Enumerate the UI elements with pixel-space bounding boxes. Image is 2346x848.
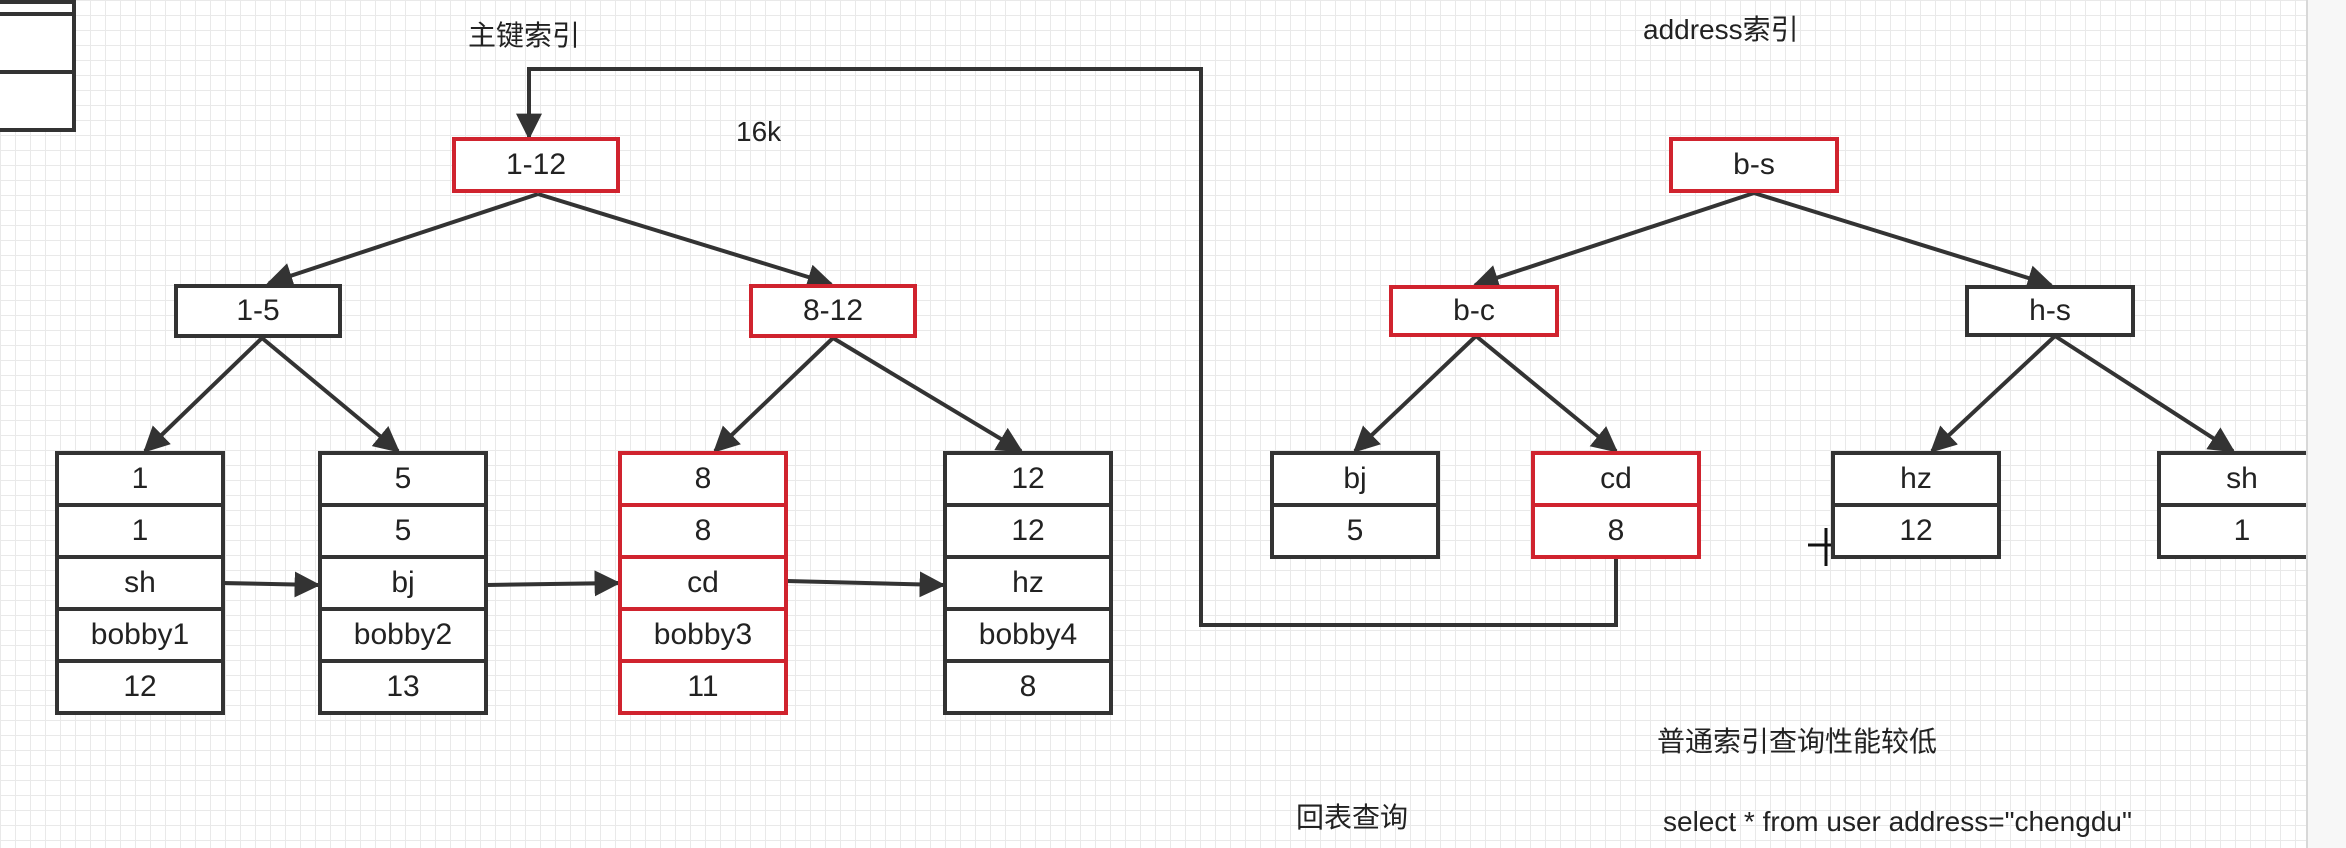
primary-root-node: 1-12 <box>452 137 620 193</box>
primary-leaf-page-2: 5 5 bj bobby2 13 <box>318 451 488 715</box>
leaf-cell-primary-key: 12 <box>1835 503 1997 555</box>
address-leaf-cd: cd 8 <box>1531 451 1701 559</box>
edge-addr-root-to-right <box>1753 191 2054 291</box>
address-leaf-hz: hz 12 <box>1831 451 2001 559</box>
edge-right-to-leaf3 <box>713 336 835 453</box>
leaf-cell-address: hz <box>1900 462 1932 495</box>
leaf-cell-address: sh <box>2226 462 2258 495</box>
primary-leaf-page-4: 12 12 hz bobby4 8 <box>943 451 1113 715</box>
leaf-cell-name: bobby1 <box>59 607 221 659</box>
leaf-cell-id: 5 <box>394 462 412 495</box>
leaf-cell-address: hz <box>947 555 1109 607</box>
edge-addr-left-to-cd <box>1474 334 1619 453</box>
address-leaf-sh: sh 1 <box>2157 451 2327 559</box>
leaf-cell-id-copy: 5 <box>322 503 484 555</box>
leaf-cell-primary-key: 1 <box>2161 503 2323 555</box>
edge-root-to-left <box>266 192 539 288</box>
leaf-cell-age: 8 <box>947 659 1109 711</box>
edge-addr-right-to-sh <box>2053 334 2236 453</box>
performance-note-label: 普通索引查询性能较低 <box>1657 726 1938 757</box>
partial-table-fragment <box>0 0 76 132</box>
address-index-label: address索引 <box>1643 14 1799 45</box>
leaf-cell-age: 12 <box>59 659 221 711</box>
primary-index-label: 主键索引 <box>468 20 581 51</box>
leaf-cell-id: 8 <box>694 462 712 495</box>
address-leaf-bj: bj 5 <box>1270 451 1440 559</box>
edge-leaf1-to-leaf2 <box>222 571 321 598</box>
sql-query-label: select * from user address="chengdu" <box>1663 806 2132 837</box>
edge-leaf3-to-leaf4 <box>786 571 946 598</box>
leaf-cell-address: cd <box>622 555 784 607</box>
edge-addr-right-to-hz <box>1930 334 2057 453</box>
primary-internal-left-node: 1-5 <box>174 284 342 338</box>
edge-addr-left-to-bj <box>1353 334 1478 453</box>
leaf-cell-id-copy: 12 <box>947 503 1109 555</box>
canvas-right-edge-strip <box>2306 0 2346 848</box>
edge-left-to-leaf2 <box>260 336 400 453</box>
leaf-cell-name: bobby2 <box>322 607 484 659</box>
back-to-table-path <box>516 67 1618 627</box>
leaf-cell-primary-key: 8 <box>1535 503 1697 555</box>
address-internal-right-node: h-s <box>1965 285 2135 337</box>
address-internal-left-node: b-c <box>1389 285 1559 337</box>
primary-leaf-page-3: 8 8 cd bobby3 11 <box>618 451 788 715</box>
back-to-table-label: 回表查询 <box>1296 802 1409 833</box>
leaf-cell-address: bj <box>1343 462 1367 495</box>
edge-left-to-leaf1 <box>143 336 264 453</box>
leaf-cell-id-copy: 1 <box>59 503 221 555</box>
leaf-cell-age: 13 <box>322 659 484 711</box>
table-row-divider <box>0 12 72 16</box>
leaf-cell-age: 11 <box>622 659 784 711</box>
leaf-cell-name: bobby4 <box>947 607 1109 659</box>
leaf-cell-primary-key: 5 <box>1274 503 1436 555</box>
leaf-cell-address: bj <box>322 555 484 607</box>
leaf-cell-name: bobby3 <box>622 607 784 659</box>
primary-internal-right-node: 8-12 <box>749 284 917 338</box>
edge-addr-root-to-left <box>1472 191 1755 291</box>
page-size-label: 16k <box>736 116 782 147</box>
leaf-cell-id: 1 <box>131 462 149 495</box>
address-root-node: b-s <box>1669 137 1839 193</box>
edge-root-to-right <box>537 192 834 290</box>
table-row-divider <box>0 70 72 74</box>
leaf-cell-id: 12 <box>1011 462 1045 495</box>
leaf-cell-id-copy: 8 <box>622 503 784 555</box>
leaf-cell-address: cd <box>1600 462 1632 495</box>
edge-right-to-leaf4 <box>831 336 1024 453</box>
primary-leaf-page-1: 1 1 sh bobby1 12 <box>55 451 225 715</box>
leaf-cell-address: sh <box>59 555 221 607</box>
edge-leaf2-to-leaf3 <box>486 570 621 597</box>
